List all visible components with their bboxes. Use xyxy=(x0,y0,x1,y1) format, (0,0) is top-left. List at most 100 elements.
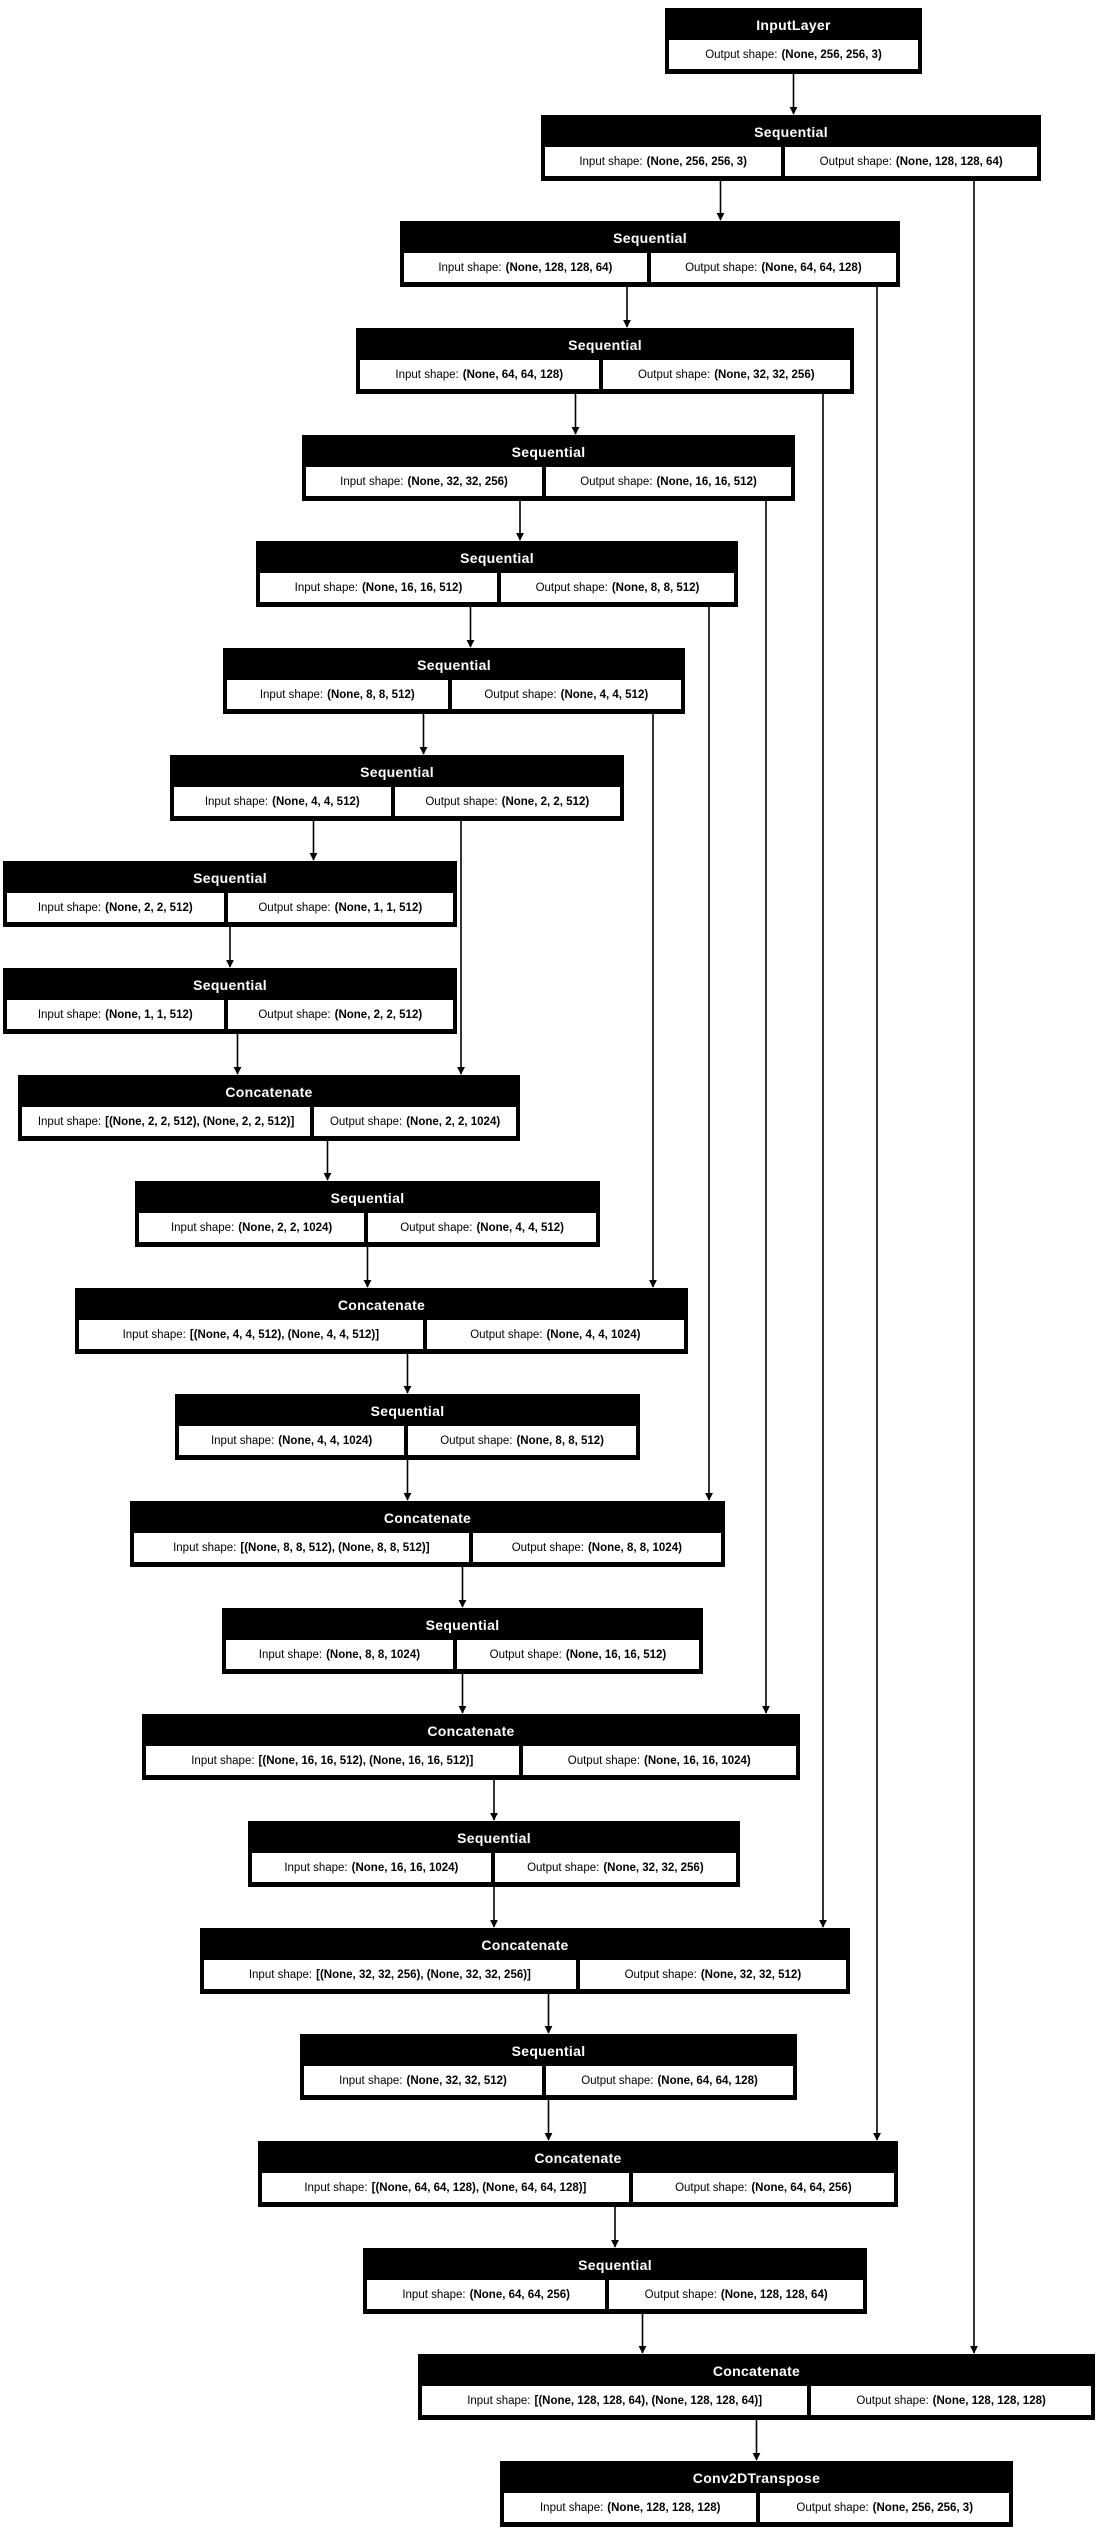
output-shape-value: (None, 1, 1, 512) xyxy=(334,901,423,914)
node-20-concatenate: Concatenate Input shape:[(None, 64, 64, … xyxy=(258,2141,898,2207)
output-shape-label: Output shape: xyxy=(489,1648,562,1661)
node-19-sequential: Sequential Input shape:(None, 32, 32, 51… xyxy=(300,2034,797,2100)
output-shape-value: (None, 4, 4, 512) xyxy=(476,1221,565,1234)
node-21-sequential: Sequential Input shape:(None, 64, 64, 25… xyxy=(363,2248,867,2314)
input-shape-cell: Input shape:[(None, 64, 64, 128), (None,… xyxy=(262,2173,629,2202)
output-shape-label: Output shape: xyxy=(685,261,758,274)
input-shape-label: Input shape: xyxy=(304,2181,368,2194)
output-shape-cell: Output shape:(None, 128, 128, 128) xyxy=(811,2386,1092,2415)
input-shape-cell: Input shape:(None, 64, 64, 256) xyxy=(367,2280,606,2309)
output-shape-label: Output shape: xyxy=(644,2288,717,2301)
input-shape-value: (None, 128, 128, 128) xyxy=(607,2501,721,2514)
node-9-sequential: Sequential Input shape:(None, 1, 1, 512)… xyxy=(3,968,457,1034)
output-shape-label: Output shape: xyxy=(705,48,778,61)
input-shape-value: (None, 32, 32, 512) xyxy=(406,2074,507,2087)
output-shape-label: Output shape: xyxy=(425,795,498,808)
input-shape-label: Input shape: xyxy=(122,1328,186,1341)
node-15-sequential: Sequential Input shape:(None, 8, 8, 1024… xyxy=(222,1608,703,1674)
input-shape-cell: Input shape:(None, 8, 8, 1024) xyxy=(226,1640,453,1669)
input-shape-label: Input shape: xyxy=(204,795,269,808)
input-shape-value: (None, 64, 64, 256) xyxy=(469,2288,570,2301)
input-shape-cell: Input shape:(None, 256, 256, 3) xyxy=(545,147,782,176)
layer-shapes-row: Input shape:[(None, 64, 64, 128), (None,… xyxy=(259,2173,897,2205)
input-shape-value: (None, 2, 2, 1024) xyxy=(238,1221,333,1234)
layer-shapes-row: Input shape:(None, 16, 16, 1024) Output … xyxy=(249,1853,739,1885)
node-4-sequential: Sequential Input shape:(None, 32, 32, 25… xyxy=(302,435,795,501)
input-shape-value: [(None, 8, 8, 512), (None, 8, 8, 512)] xyxy=(240,1541,430,1554)
output-shape-label: Output shape: xyxy=(819,155,892,168)
layer-shapes-row: Input shape:[(None, 128, 128, 64), (None… xyxy=(419,2386,1094,2418)
node-16-concatenate: Concatenate Input shape:[(None, 16, 16, … xyxy=(142,1714,800,1780)
input-shape-value: (None, 1, 1, 512) xyxy=(105,1008,193,1021)
layer-title: Concatenate xyxy=(534,2150,622,2166)
output-shape-label: Output shape: xyxy=(796,2501,869,2514)
input-shape-label: Input shape: xyxy=(191,1754,255,1767)
input-shape-label: Input shape: xyxy=(210,1434,275,1447)
input-shape-value: (None, 8, 8, 1024) xyxy=(326,1648,421,1661)
output-shape-cell: Output shape:(None, 2, 2, 1024) xyxy=(314,1107,517,1136)
node-7-sequential: Sequential Input shape:(None, 4, 4, 512)… xyxy=(170,755,624,821)
output-shape-value: (None, 4, 4, 1024) xyxy=(546,1328,641,1341)
input-shape-cell: Input shape:(None, 64, 64, 128) xyxy=(360,360,599,389)
input-shape-label: Input shape: xyxy=(579,155,643,168)
layer-shapes-row: Input shape:[(None, 4, 4, 512), (None, 4… xyxy=(76,1320,687,1352)
input-shape-cell: Input shape:(None, 2, 2, 512) xyxy=(7,893,224,922)
input-shape-label: Input shape: xyxy=(37,901,102,914)
input-shape-value: (None, 256, 256, 3) xyxy=(646,155,747,168)
layer-title: Concatenate xyxy=(481,1937,569,1953)
node-12-concatenate: Concatenate Input shape:[(None, 4, 4, 51… xyxy=(75,1288,688,1354)
input-shape-value: (None, 32, 32, 256) xyxy=(407,475,508,488)
output-shape-label: Output shape: xyxy=(567,1754,641,1767)
node-11-sequential: Sequential Input shape:(None, 2, 2, 1024… xyxy=(135,1181,600,1247)
input-shape-cell: Input shape:(None, 32, 32, 512) xyxy=(304,2066,543,2095)
layer-shapes-row: Input shape:(None, 2, 2, 1024) Output sh… xyxy=(136,1213,599,1245)
layer-shapes-row: Input shape:(None, 16, 16, 512) Output s… xyxy=(257,573,737,605)
input-shape-cell: Input shape:(None, 16, 16, 512) xyxy=(260,573,497,602)
node-10-concatenate: Concatenate Input shape:[(None, 2, 2, 51… xyxy=(18,1075,520,1141)
output-shape-cell: Output shape:(None, 2, 2, 512) xyxy=(227,1000,453,1029)
node-14-concatenate: Concatenate Input shape:[(None, 8, 8, 51… xyxy=(130,1501,725,1567)
output-shape-value: (None, 2, 2, 512) xyxy=(501,795,590,808)
output-shape-label: Output shape: xyxy=(581,2074,654,2087)
node-0-inputlayer: InputLayer Output shape:(None, 256, 256,… xyxy=(665,8,922,74)
output-shape-value: (None, 256, 256, 3) xyxy=(872,2501,974,2514)
output-shape-label: Output shape: xyxy=(637,368,711,381)
output-shape-cell: Output shape:(None, 2, 2, 512) xyxy=(394,787,620,816)
output-shape-value: (None, 16, 16, 1024) xyxy=(644,1754,751,1767)
layer-shapes-row: Input shape:(None, 4, 4, 512) Output sha… xyxy=(171,787,623,819)
input-shape-cell: Input shape:[(None, 32, 32, 256), (None,… xyxy=(204,1960,576,1989)
output-shape-cell: Output shape:(None, 4, 4, 512) xyxy=(451,680,681,709)
output-shape-label: Output shape: xyxy=(440,1434,513,1447)
layer-shapes-row: Input shape:[(None, 16, 16, 512), (None,… xyxy=(143,1746,799,1778)
input-shape-cell: Input shape:(None, 1, 1, 512) xyxy=(7,1000,224,1029)
input-shape-label: Input shape: xyxy=(258,1648,323,1661)
layer-title: Sequential xyxy=(568,337,642,353)
output-shape-value: (None, 2, 2, 512) xyxy=(334,1008,423,1021)
output-shape-value: (None, 8, 8, 512) xyxy=(516,1434,605,1447)
output-shape-value: (None, 32, 32, 256) xyxy=(603,1861,704,1874)
output-shape-value: (None, 128, 128, 128) xyxy=(932,2394,1046,2407)
node-1-sequential: Sequential Input shape:(None, 256, 256, … xyxy=(541,115,1041,181)
input-shape-cell: Input shape:(None, 16, 16, 1024) xyxy=(252,1853,491,1882)
input-shape-cell: Input shape:(None, 2, 2, 1024) xyxy=(139,1213,365,1242)
output-shape-cell: Output shape:(None, 256, 256, 3) xyxy=(760,2493,1010,2522)
output-shape-value: (None, 16, 16, 512) xyxy=(656,475,757,488)
layer-title: Concatenate xyxy=(427,1723,515,1739)
input-shape-cell: Input shape:(None, 8, 8, 512) xyxy=(227,680,448,709)
output-shape-cell: Output shape:(None, 8, 8, 512) xyxy=(500,573,735,602)
node-2-sequential: Sequential Input shape:(None, 128, 128, … xyxy=(400,221,900,287)
output-shape-value: (None, 64, 64, 128) xyxy=(657,2074,758,2087)
output-shape-cell: Output shape:(None, 32, 32, 512) xyxy=(579,1960,847,1989)
input-shape-label: Input shape: xyxy=(248,1968,313,1981)
layer-shapes-row: Input shape:(None, 64, 64, 256) Output s… xyxy=(364,2280,866,2312)
input-shape-value: (None, 64, 64, 128) xyxy=(462,368,564,381)
layer-title: Sequential xyxy=(511,2043,586,2059)
output-shape-label: Output shape: xyxy=(527,1861,600,1874)
input-shape-value: (None, 4, 4, 1024) xyxy=(278,1434,373,1447)
input-shape-value: (None, 16, 16, 1024) xyxy=(351,1861,459,1874)
input-shape-cell: Input shape:(None, 128, 128, 64) xyxy=(404,253,647,282)
output-shape-label: Output shape: xyxy=(535,581,608,594)
output-shape-cell: Output shape:(None, 256, 256, 3) xyxy=(669,40,918,69)
input-shape-label: Input shape: xyxy=(395,368,459,381)
